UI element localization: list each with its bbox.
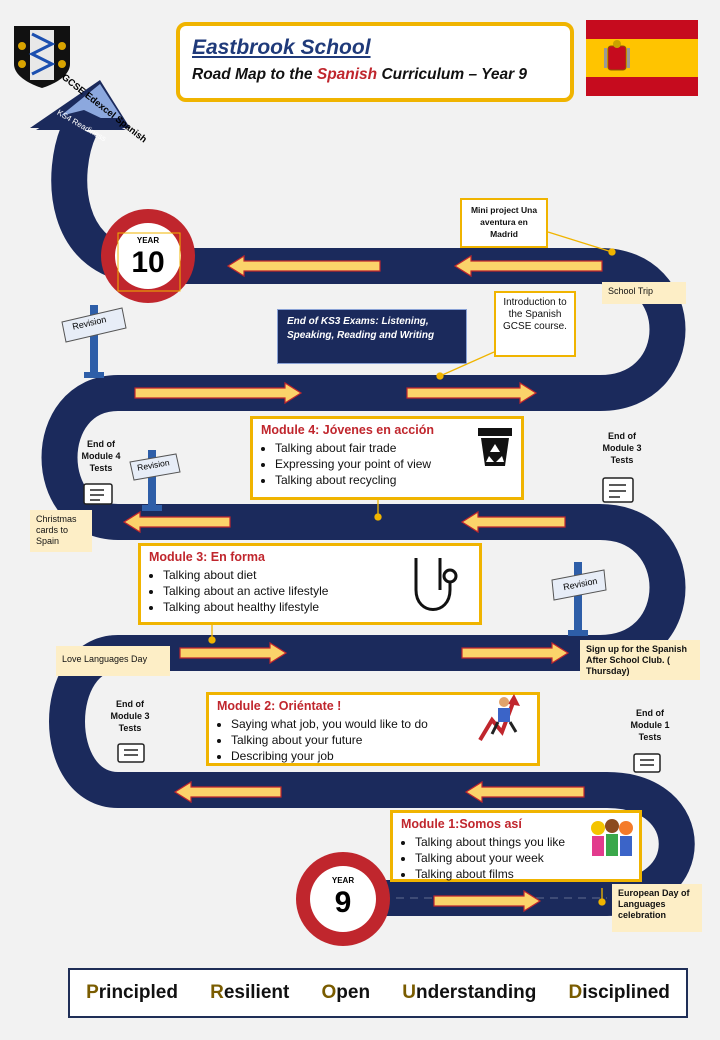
year9-number: 9: [334, 886, 352, 919]
module1-box: Module 1:Somos así Talking about things …: [390, 810, 642, 882]
mini-project-note: Mini project Una aventura en Madrid: [460, 198, 548, 248]
value-resilient: Resilient: [210, 982, 290, 1003]
arrow-left: [460, 510, 566, 534]
module2-title: Module 2: Oriéntate !: [217, 699, 342, 713]
ks3-exams-note: End of KS3 Exams: Listening, Speaking, R…: [277, 309, 467, 364]
spain-flag-icon: [586, 20, 698, 96]
module4-item: Talking about fair trade: [275, 440, 513, 456]
module1-item: Talking about films: [415, 866, 631, 882]
value-principled: Principled: [86, 982, 178, 1003]
value-understanding: Understanding: [402, 982, 537, 1003]
year10-number: 10: [131, 246, 165, 279]
module3-item: Talking about healthy lifestyle: [163, 599, 471, 615]
module4-box: Module 4: Jóvenes en acción Talking abou…: [250, 416, 524, 500]
test-doc-icon: [83, 477, 661, 773]
arrow-left: [173, 780, 282, 804]
intro-gcse-note: Introduction to the Spanish GCSE course.: [494, 291, 576, 357]
arrow-right: [406, 381, 538, 405]
love-languages-note: Love Languages Day: [56, 646, 170, 676]
year9-label: YEAR: [331, 876, 355, 885]
module2-item: Talking about your future: [231, 732, 529, 748]
arrow-left: [464, 780, 585, 804]
module3-item: Talking about an active lifestyle: [163, 583, 471, 599]
end-module1-tests: End of Module 1 Tests: [630, 708, 670, 742]
school-values-bar: Principled Resilient Open Understanding …: [68, 968, 688, 1018]
roadmap-subtitle: Road Map to the Spanish Curriculum – Yea…: [192, 66, 528, 83]
module1-item: Talking about things you like: [415, 834, 631, 850]
end-module4-tests: End of Module 4 Tests: [81, 439, 121, 473]
year10-label: YEAR: [136, 236, 160, 245]
arrow-left: [453, 254, 603, 278]
school-crest-icon: [14, 26, 70, 88]
module3-item: Talking about diet: [163, 567, 471, 583]
module2-item: Describing your job: [231, 748, 529, 764]
module3-box: Module 3: En forma Talking about diet Ta…: [138, 543, 482, 625]
after-school-note: Sign up for the Spanish After School Clu…: [580, 640, 700, 680]
module2-box: Module 2: Oriéntate ! Saying what job, y…: [206, 692, 540, 766]
arrow-left: [226, 254, 381, 278]
value-open: Open: [321, 982, 371, 1003]
module2-item: Saying what job, you would like to do: [231, 716, 529, 732]
arrow-right: [134, 381, 303, 405]
school-name: Eastbrook School: [192, 36, 371, 59]
end-module3-tests-upper: End of Module 3 Tests: [602, 431, 642, 465]
christmas-note: Christmas cards to Spain: [30, 510, 92, 552]
arrow-right: [179, 641, 288, 665]
module3-title: Module 3: En forma: [149, 550, 265, 564]
arrow-right: [461, 641, 570, 665]
module4-item: Talking about recycling: [275, 472, 513, 488]
arrow-left: [122, 510, 231, 534]
road-path: [41, 120, 695, 916]
european-day-note: European Day of Languages celebration: [612, 884, 702, 932]
end-module3-tests-lower: End of Module 3 Tests: [110, 699, 150, 733]
value-disciplined: Disciplined: [568, 982, 670, 1003]
module4-title: Module 4: Jóvenes en acción: [261, 423, 434, 437]
arrow-right: [433, 889, 542, 913]
title-box: Eastbrook School Road Map to the Spanish…: [176, 22, 574, 102]
module4-item: Expressing your point of view: [275, 456, 513, 472]
module1-title: Module 1:Somos así: [401, 817, 522, 831]
school-trip-note: School Trip: [602, 282, 686, 304]
module1-item: Talking about your week: [415, 850, 631, 866]
